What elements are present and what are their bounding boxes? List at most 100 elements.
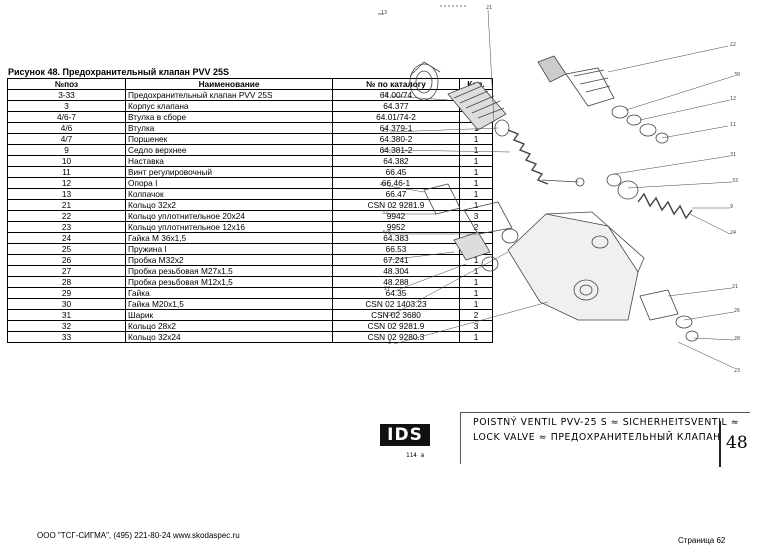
cell-name: Наставка [125,155,333,167]
cell-name: Втулка [125,122,333,134]
cell-pos: 21 [7,199,126,211]
cell-name: Пробка М32х2 [125,254,333,266]
diagram-callout-label: 33 [732,178,738,184]
cell-name: Винт регулировочный [125,166,333,178]
footer-company: ООО "ТСГ-СИГМА", (495) 221-80-24 www.sko… [37,531,240,540]
cell-name: Кольцо уплотнительное 20х24 [125,210,333,222]
title-block-border-top [460,412,750,413]
diagram-callout-label: 4/7 [380,182,389,188]
diagram-callout-label: 11 [730,122,736,128]
cell-name: Кольцо 28х2 [125,320,333,332]
cell-name: Корпус клапана [125,100,333,112]
parts-table: №поз Наименование № по каталогу Кол. 3-3… [7,78,493,343]
cell-pos: 4/7 [7,133,126,145]
cell-name: Пробка резьбовая М27х1,5 [125,265,333,277]
cell-qty: 1 [459,133,493,145]
diagram-callout-label: 3 [388,340,391,346]
cell-pos: 33 [7,331,126,343]
diagram-callout-label: 12 [730,96,736,102]
drawing-page-number: 48 [726,433,748,453]
cell-pos: 22 [7,210,126,222]
cell-name: Опора I [125,177,333,189]
cell-pos: 26 [7,254,126,266]
cell-name: Втулка в сборе [125,111,333,123]
diagram-callout-label: 13 [381,10,387,16]
diagram-callout-label: 26 [734,308,740,314]
cell-pos: 25 [7,243,126,255]
footer-page-number: Страница 62 [678,536,726,545]
diagram-callout-label: 23 [382,128,388,134]
cell-name: Кольцо уплотнительное 12х16 [125,221,333,233]
title-block-border-left [460,412,461,464]
cell-pos: 4/6-7 [7,111,126,123]
diagram-callout-label: 21 [486,5,492,11]
diagram-callout-label: 10 [382,92,388,98]
cell-pos: 32 [7,320,126,332]
cell-pos: 13 [7,188,126,200]
cell-pos: 11 [7,166,126,178]
cell-name: Колпачок [125,188,333,200]
cell-name: Гайка [125,287,333,299]
cell-pos: 27 [7,265,126,277]
cell-name: Шарик [125,309,333,321]
diagram-callout-label: 31 [730,152,736,158]
logo-subtext: 114 a [406,452,425,459]
diagram-callout-label: 27 [384,286,390,292]
cell-pos: 3 [7,100,126,112]
ids-logo: IDS [380,424,430,446]
diagram-callout-label: 28 [734,336,740,342]
cell-pos: 31 [7,309,126,321]
diagram-callout-label: 24 [730,230,736,236]
drawing-caption-line-2: LOCK VALVE ≈ ПРЕДОХРАНИТЕЛЬНЫЙ КЛАПАН [473,432,721,443]
cell-pos: 30 [7,298,126,310]
diagram-callout-label: 30 [734,72,740,78]
column-header-pos: №поз [7,78,126,90]
cell-pos: 28 [7,276,126,288]
drawing-caption-line-1: POISTNÝ VENTIL PVV-25 S ≈ SICHERHEITSVEN… [473,417,740,428]
cell-pos: 29 [7,287,126,299]
cell-name: Кольцо 32х24 [125,331,333,343]
diagram-callout-label: 22 [386,312,392,318]
diagram-callout-label: 25 [382,148,388,154]
cell-qty: 1 [459,331,493,343]
cell-pos: 24 [7,232,126,244]
diagram-callout-label: 23 [734,368,740,374]
cell-pos: 23 [7,221,126,233]
diagram-callout-label: 22 [730,42,736,48]
cell-name: Гайка М 36х1,5 [125,232,333,244]
cell-pos: 4/6 [7,122,126,134]
diagram-callout-label: 9 [730,204,733,210]
diagram-callout-label: 32 [382,210,388,216]
page-number-box [719,421,751,467]
cell-name: Седло верхнее [125,144,333,156]
cell-name: Поршенек [125,133,333,145]
drawing-title-block: IDS 114 a POISTNÝ VENTIL PVV-25 S ≈ SICH… [378,408,750,468]
column-header-name: Наименование [125,78,333,90]
cell-name: Предохранительный клапан PVV 25S [125,89,333,101]
diagram-callout-label: 21 [732,284,738,290]
cell-pos: 10 [7,155,126,167]
cell-pos: 12 [7,177,126,189]
diagram-callout-label: 4/6 [382,230,391,236]
cell-name: Пробка резьбовая М12х1,5 [125,276,333,288]
cell-pos: 9 [7,144,126,156]
cell-name: Пружина I [125,243,333,255]
cell-pos: 3-33 [7,89,126,101]
cell-name: Гайка М20х1,5 [125,298,333,310]
cell-catalog: CSN 02 9280.3 [332,331,460,343]
cell-name: Кольцо 32х2 [125,199,333,211]
figure-title: Рисунок 48. Предохранительный клапан PVV… [8,67,229,77]
